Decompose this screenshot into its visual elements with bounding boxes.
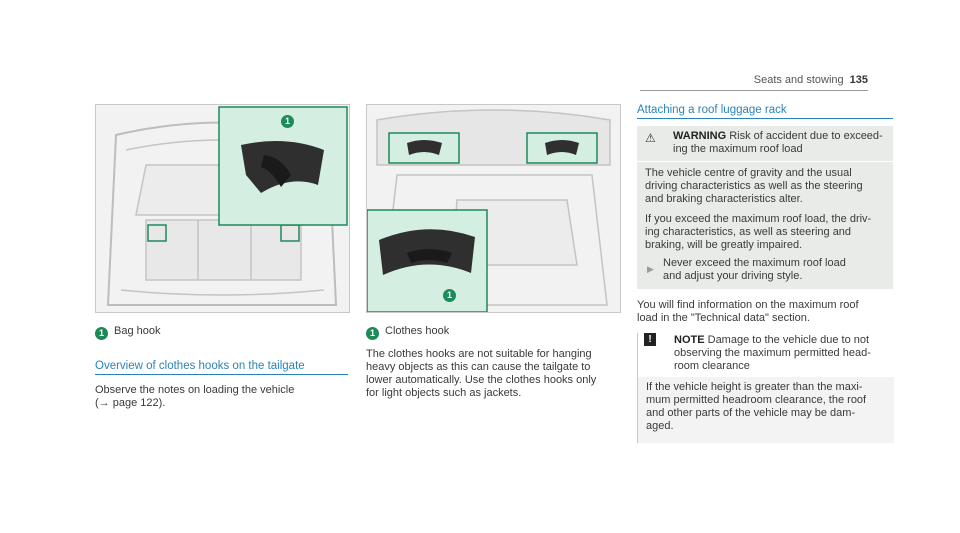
action-arrow-icon: ▶ [647, 264, 654, 274]
tailgate-illustration [367, 105, 620, 312]
warning-paragraph-2: If you exceed the maximum roof load, the… [645, 213, 872, 251]
warning-icon: ⚠ [645, 131, 656, 145]
note-exclamation-icon: ! [644, 333, 656, 346]
warning-box: ⚠ WARNING Risk of accident due to exceed… [637, 126, 893, 289]
figure-clothes-hook: 1 [366, 104, 621, 313]
warning-title: WARNING Risk of accident due to exceed- … [673, 130, 883, 155]
note-body-panel: If the vehicle height is greater than th… [638, 377, 894, 443]
section-rule [637, 118, 893, 119]
section-title-clothes-hooks: Overview of clothes hooks on the tailgat… [95, 360, 305, 372]
loading-notes-paragraph: Observe the notes on loading the vehicle… [95, 384, 348, 410]
warning-divider [637, 161, 893, 162]
figure1-callout: 1 [281, 111, 294, 129]
section-rule [95, 374, 348, 375]
clothes-hook-paragraph: The clothes hooks are not suitable for h… [366, 348, 597, 399]
warning-action: Never exceed the maximum roof load and a… [663, 257, 846, 282]
page-number: 135 [849, 74, 868, 86]
page-reference-link[interactable]: (→ page 122). [95, 397, 166, 409]
note-title: NOTE Damage to the vehicle due to not ob… [674, 334, 871, 372]
header-rule [640, 90, 868, 91]
warning-paragraph-1: The vehicle centre of gravity and the us… [645, 167, 863, 205]
running-header: Seats and stowing 135 [754, 74, 868, 86]
note-paragraph: If the vehicle height is greater than th… [646, 381, 867, 432]
figure-bag-hook: 1 [95, 104, 350, 313]
trunk-illustration [96, 105, 349, 312]
roof-load-info-paragraph: You will find information on the maximum… [637, 299, 859, 324]
figure2-callout: 1 [443, 285, 456, 303]
section-title-roof-rack: Attaching a roof luggage rack [637, 104, 787, 116]
note-box: ! NOTE Damage to the vehicle due to not … [637, 333, 894, 443]
header-section: Seats and stowing [753, 74, 844, 86]
